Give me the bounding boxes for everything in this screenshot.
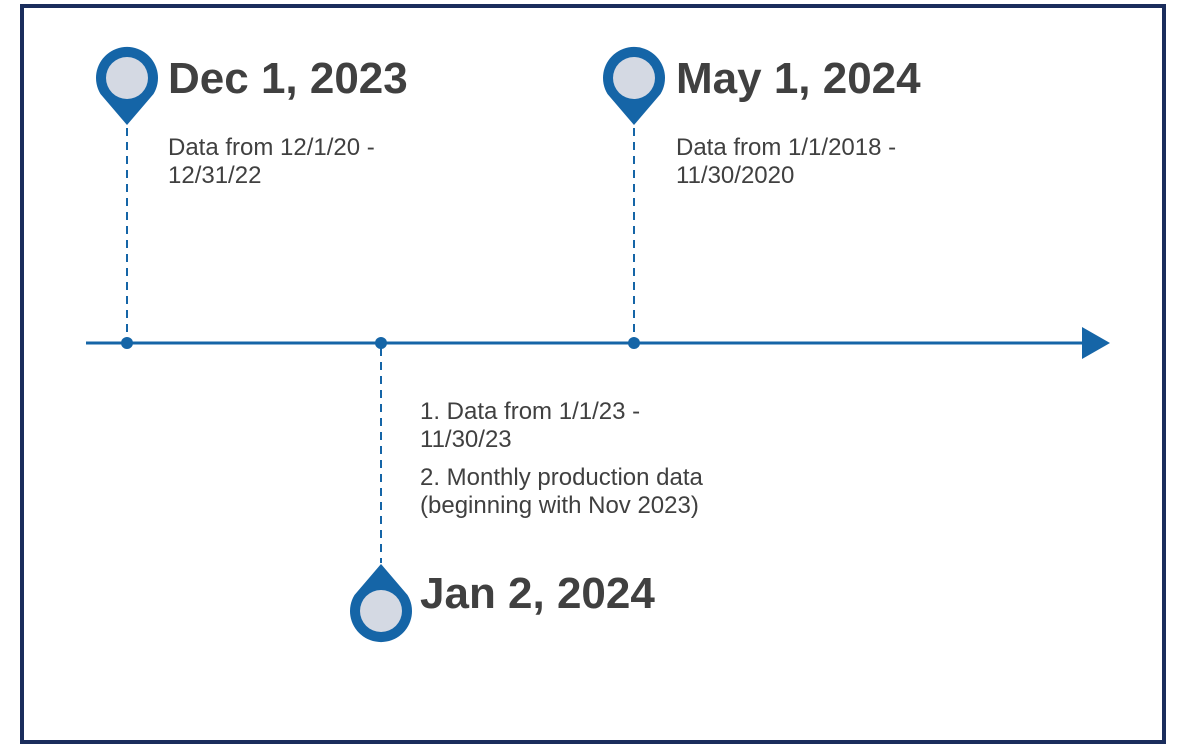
- timeline-dot-may-2024: [628, 337, 640, 349]
- timeline-graphic: [86, 46, 1110, 643]
- milestone-date-dec-2023: Dec 1, 2023: [168, 54, 408, 103]
- milestone-description-may-2024: Data from 1/1/2018 - 11/30/2020: [676, 134, 896, 190]
- milestone-description-dec-2023: Data from 12/1/20 - 12/31/22: [168, 134, 375, 190]
- description-line: Data from 12/1/20 -: [168, 134, 375, 161]
- timeline-arrow-icon: [1082, 327, 1110, 359]
- milestone-date-jan-2024: Jan 2, 2024: [420, 569, 655, 618]
- description-line: 11/30/23: [420, 426, 512, 453]
- description-line: Data from 1/1/2018 -: [676, 134, 897, 161]
- description-line: 2. Monthly production data: [420, 464, 703, 491]
- milestone-description-jan-2024: 1. Data from 1/1/23 - 11/30/23 2. Monthl…: [420, 398, 703, 520]
- map-pin-icon: [602, 46, 665, 125]
- timeline-frame: Dec 1, 2023 Data from 12/1/20 - 12/31/22…: [20, 4, 1166, 744]
- timeline-dot-dec-2023: [121, 337, 133, 349]
- timeline-dot-jan-2024: [375, 337, 387, 349]
- description-line: (beginning with Nov 2023): [420, 492, 699, 519]
- map-pin-icon: [95, 46, 158, 125]
- description-line: 11/30/2020: [676, 162, 795, 189]
- milestone-date-may-2024: May 1, 2024: [676, 54, 921, 103]
- map-pin-icon: [349, 564, 412, 643]
- description-line: 12/31/22: [168, 162, 262, 189]
- description-line: 1. Data from 1/1/23 -: [420, 398, 641, 425]
